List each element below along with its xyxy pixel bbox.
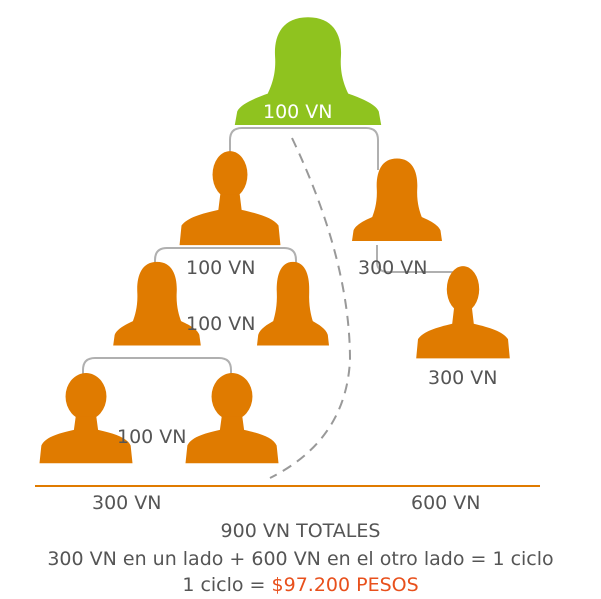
level2-middle-woman-icon (257, 261, 329, 346)
level3-left-boy-icon (39, 373, 133, 464)
cycle-equation: 300 VN en un lado + 600 VN en el otro la… (47, 548, 554, 570)
right-total: 600 VN (411, 492, 481, 514)
level1-right-woman-icon (352, 158, 442, 241)
level2-right-man-icon (416, 266, 510, 359)
level1-left-man-icon (179, 151, 281, 246)
top-node-label: 100 VN (263, 101, 333, 123)
cycle-price: $97.200 PESOS (271, 574, 419, 596)
level3-right-boy-icon (185, 373, 279, 464)
level3-left-label: 100 VN (117, 426, 187, 448)
left-total: 300 VN (92, 492, 162, 514)
level2-left-label: 100 VN (186, 313, 256, 335)
level2-right-label: 300 VN (428, 367, 498, 389)
cycle-prefix: 1 ciclo = (182, 574, 272, 596)
level1-left-label: 100 VN (186, 257, 256, 279)
grand-total: 900 VN TOTALES (220, 520, 381, 542)
cycle-price-line: 1 ciclo = $97.200 PESOS (0, 576, 601, 595)
dashed-split-curve (269, 137, 352, 479)
level1-right-label: 300 VN (358, 257, 428, 279)
